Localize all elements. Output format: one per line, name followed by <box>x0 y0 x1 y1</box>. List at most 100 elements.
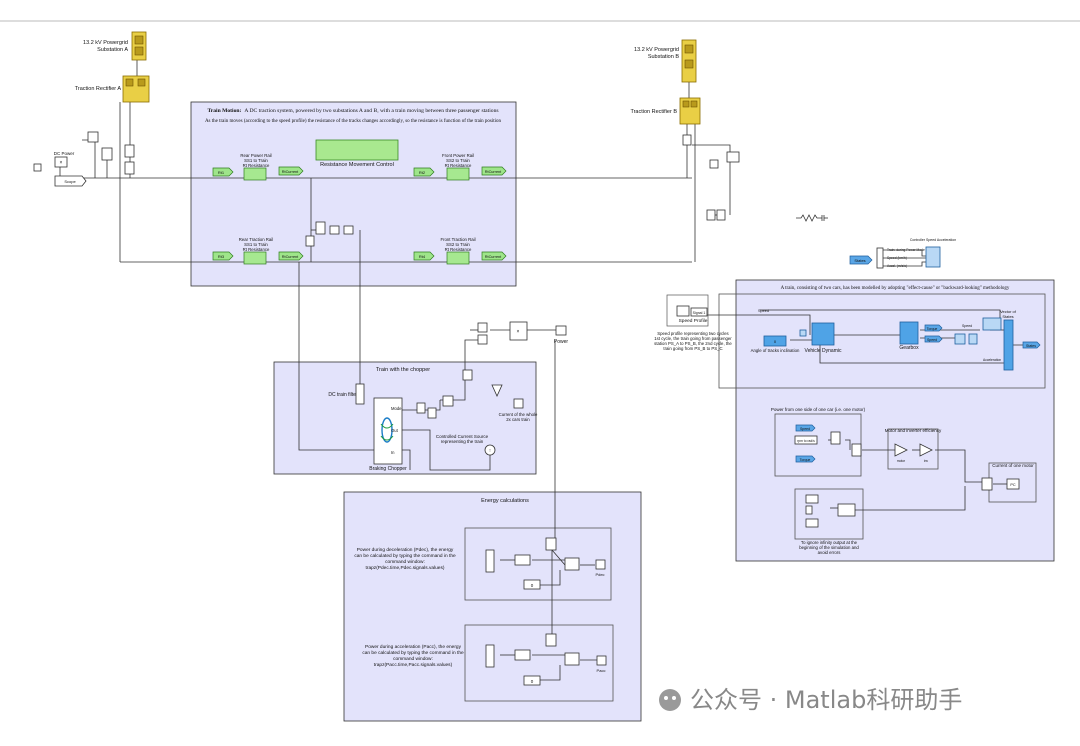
signal-builder[interactable] <box>690 307 708 317</box>
decel-switch[interactable] <box>564 557 580 571</box>
accel-const[interactable] <box>523 675 541 686</box>
chopper-sensor[interactable] <box>427 407 437 419</box>
chopper-gain-tri[interactable] <box>491 384 503 397</box>
infinity-const-2[interactable] <box>805 505 813 515</box>
resistor-symbol[interactable] <box>796 214 828 222</box>
power-product-1[interactable] <box>830 431 841 445</box>
infinity-const-3[interactable] <box>805 518 819 528</box>
dc-train-filter[interactable] <box>355 383 365 405</box>
decel-const[interactable] <box>523 579 541 590</box>
dc-power-block[interactable] <box>54 156 68 168</box>
decel-sensor[interactable] <box>545 537 557 551</box>
front-traction-rail-block[interactable] <box>446 251 470 265</box>
rear-power-rail-block[interactable] <box>243 167 267 181</box>
substation-b[interactable] <box>681 39 697 83</box>
rt3-from-tag[interactable] <box>212 251 234 261</box>
rectifier-a[interactable] <box>122 75 150 103</box>
substation-a[interactable] <box>131 31 147 61</box>
voltage-meter-a[interactable] <box>124 144 135 158</box>
angle-label: Angle of tracks inclination <box>751 348 800 353</box>
current-meter-b[interactable] <box>716 209 726 221</box>
scope-left[interactable] <box>87 131 99 143</box>
rear-traction-rail-block[interactable] <box>243 251 267 265</box>
resistance-movement-control[interactable] <box>315 139 399 161</box>
scope-b[interactable] <box>726 151 740 163</box>
accel-switch[interactable] <box>564 652 580 666</box>
torque-from-1[interactable] <box>795 455 816 463</box>
decel-math[interactable] <box>514 554 531 566</box>
infinity-switch[interactable] <box>837 503 856 517</box>
decel-scope[interactable] <box>595 559 606 570</box>
mid-sensor-2[interactable] <box>329 225 340 235</box>
rear-power-current-label: RtCurrent <box>282 170 299 174</box>
input-port-left[interactable] <box>33 163 42 172</box>
infinity-const-1[interactable] <box>805 494 819 504</box>
states-from-tag[interactable] <box>849 255 873 265</box>
energy-area[interactable] <box>343 491 642 722</box>
sum-left[interactable] <box>101 147 113 161</box>
angle-const[interactable] <box>763 335 787 347</box>
rt3-tag-label: Rt3 <box>218 254 225 259</box>
front-power-current-tag[interactable] <box>481 166 507 176</box>
states-scope[interactable] <box>925 246 941 268</box>
power-product[interactable] <box>509 321 528 341</box>
rt4-from-tag[interactable] <box>413 251 435 261</box>
current-meter-a[interactable] <box>124 161 135 175</box>
power-sensor-1[interactable] <box>477 322 488 333</box>
whole-current-scope[interactable] <box>513 398 524 409</box>
vector-of-states-mux[interactable] <box>1003 319 1014 371</box>
gearbox[interactable] <box>899 321 919 345</box>
motor-efficiency-gain[interactable] <box>894 443 908 457</box>
chopper-switch[interactable] <box>416 402 426 414</box>
front-traction-current-tag[interactable] <box>481 251 507 261</box>
inverter-efficiency-gain[interactable] <box>919 443 933 457</box>
chopper-area[interactable] <box>273 361 537 475</box>
vehicle-dynamic[interactable] <box>811 322 835 346</box>
rear-power-current-tag[interactable] <box>278 166 304 176</box>
speed-profile-icon[interactable] <box>676 305 690 317</box>
power-scope[interactable] <box>555 325 567 336</box>
rpm-display[interactable] <box>968 333 978 345</box>
goto-tag-left[interactable] <box>54 175 87 187</box>
rectifier-b[interactable] <box>679 97 701 125</box>
sel-wire-3 <box>883 261 926 267</box>
power-product-2[interactable] <box>851 443 862 457</box>
braking-chopper[interactable] <box>373 397 403 465</box>
speed-goto[interactable] <box>924 335 943 343</box>
accel-demux[interactable] <box>485 644 495 668</box>
voltage-meter-b[interactable] <box>682 134 692 146</box>
rt1-from-tag[interactable] <box>212 167 234 177</box>
current-source-icon[interactable] <box>484 444 496 456</box>
rt2-from-tag[interactable] <box>413 167 435 177</box>
rear-traction-current-tag[interactable] <box>278 251 304 261</box>
accel-math[interactable] <box>514 649 531 661</box>
vehicle-port[interactable] <box>799 329 807 337</box>
chopper-gain[interactable] <box>442 395 454 407</box>
goto-tag-left-label: Scope <box>64 179 76 184</box>
rpm-gain[interactable] <box>954 333 966 345</box>
sum-block-b[interactable] <box>709 159 719 169</box>
decel-const-value: 0 <box>531 583 534 588</box>
mid-scope[interactable] <box>343 225 354 235</box>
accel-scope[interactable] <box>596 655 607 666</box>
states-demux[interactable] <box>876 247 884 269</box>
rpm-rads-gain[interactable] <box>794 435 818 445</box>
chopper-const[interactable] <box>462 369 473 381</box>
substation-b-label-1: 13.2 kV Powergrid <box>634 47 679 53</box>
current-one-motor-label: Current of one motor <box>992 463 1034 468</box>
train-motion-title: Train Motion:A DC traction system, power… <box>207 108 498 114</box>
decel-text-2: can be calculated by typing the command … <box>354 553 456 559</box>
meter-b-2[interactable] <box>706 209 716 221</box>
current-divide[interactable] <box>981 477 993 491</box>
torque-goto[interactable] <box>924 324 943 332</box>
power-sensor-2[interactable] <box>477 334 488 345</box>
states-goto[interactable] <box>1022 341 1041 349</box>
decel-demux[interactable] <box>485 549 495 573</box>
mid-sensor-1[interactable] <box>315 221 326 235</box>
speed-display[interactable] <box>982 317 1002 331</box>
current-display[interactable] <box>1006 478 1020 490</box>
front-power-rail-block[interactable] <box>446 167 470 181</box>
speed-from-1[interactable] <box>795 424 816 432</box>
accel-sensor[interactable] <box>545 633 557 647</box>
mid-sensor-3[interactable] <box>305 235 315 247</box>
